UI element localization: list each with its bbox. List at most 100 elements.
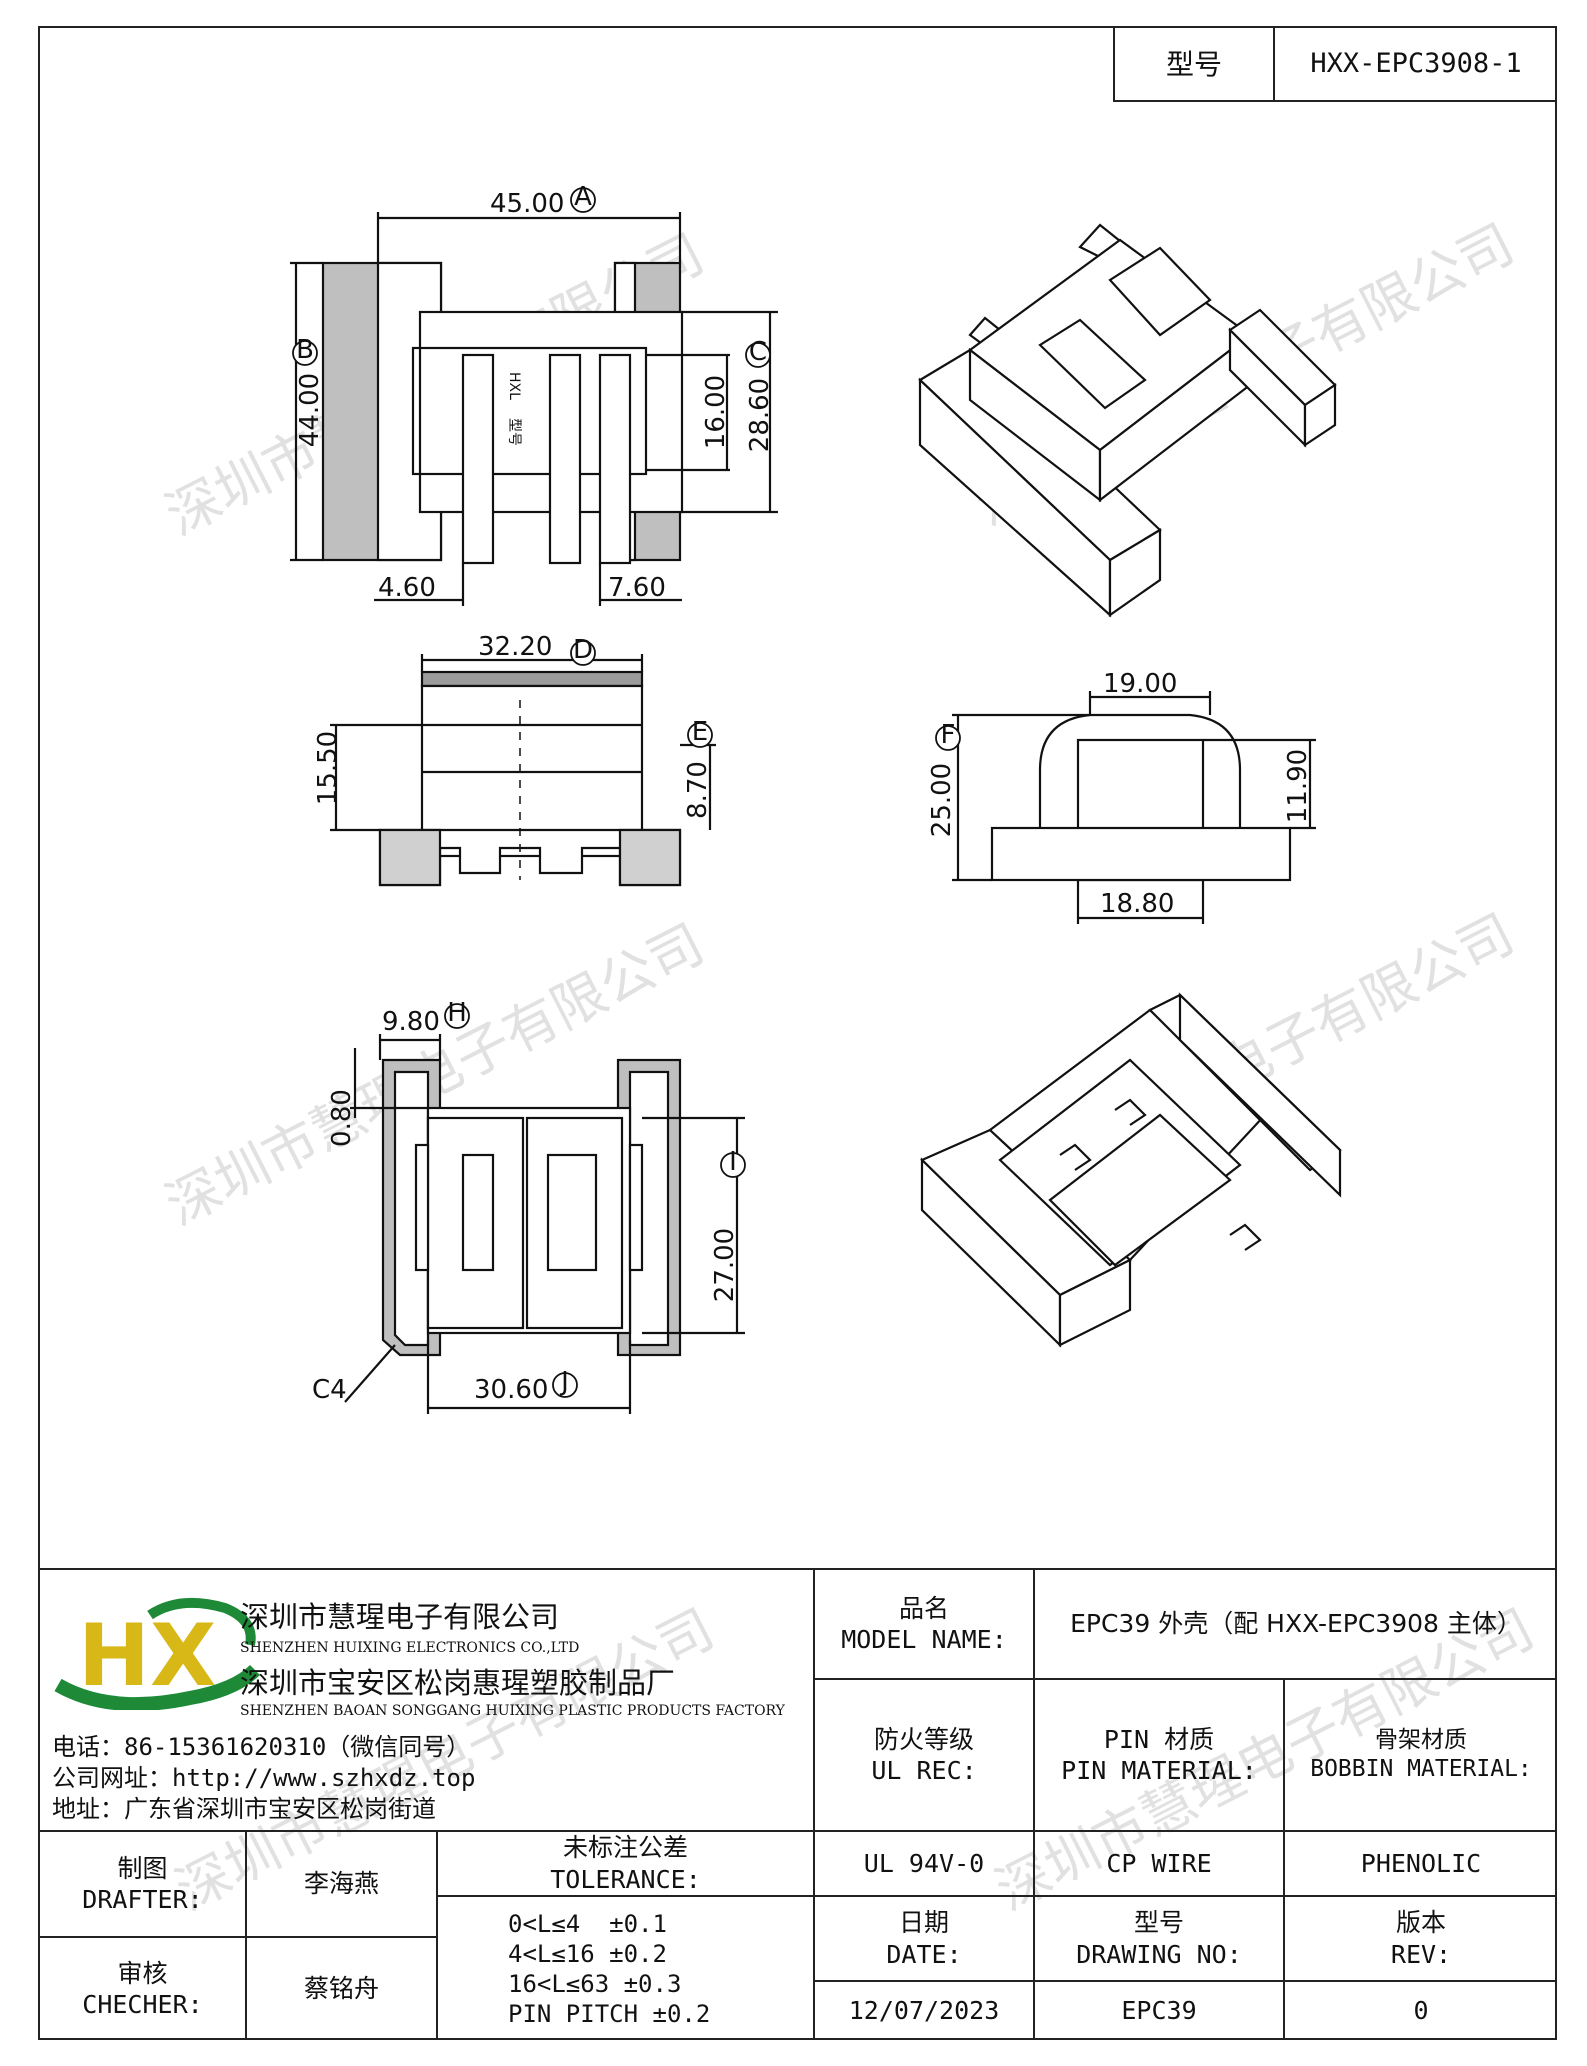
- titleblock-line: [813, 1895, 1557, 1897]
- bobbin-material-label-en: BOBBIN MATERIAL:: [1310, 1756, 1532, 1782]
- dim-front-right: 11.90: [1283, 749, 1313, 823]
- drawing-no-label-cn: 型号: [1133, 1908, 1184, 1938]
- rev-value: 0: [1413, 1996, 1429, 2026]
- company-address: 地址：广东省深圳市宝安区松岗街道: [52, 1795, 436, 1823]
- titleblock-line: [38, 1936, 436, 1938]
- dim-side-right: 8.70: [683, 761, 713, 819]
- factory-name-en: SHENZHEN BAOAN SONGGANG HUIXING PLASTIC …: [240, 1703, 785, 1719]
- dim-bottom-width: 30.60: [474, 1375, 548, 1405]
- dim-top-height: 44.00: [295, 373, 325, 447]
- ul-rec-label-cn: 防火等级: [873, 1724, 974, 1754]
- date-label: 日期 DATE:: [815, 1897, 1033, 1980]
- tolerance-label-en: TOLERANCE:: [550, 1864, 701, 1894]
- drafter-label: 制图 DRAFTER:: [40, 1832, 245, 1936]
- dim-mark-b: B: [296, 335, 314, 365]
- date-value: 12/07/2023: [848, 1996, 1000, 2026]
- titleblock-center-line: [813, 1568, 815, 2040]
- ul-rec-value: UL 94V-0: [863, 1848, 985, 1878]
- tolerance-table: 0<L≤4 ±0.1 4<L≤16 ±0.2 16<L≤63 ±0.3 PIN …: [438, 1897, 813, 2040]
- dim-top-right-outer: 28.60: [745, 378, 775, 452]
- titleblock-line: [1033, 1568, 1035, 2040]
- header-divider-mid: [1273, 26, 1275, 102]
- dim-mark-d: D: [573, 635, 593, 665]
- dim-pin-right: 7.60: [608, 573, 666, 603]
- pin-material-label-en: PIN MATERIAL:: [1061, 1756, 1257, 1785]
- titleblock-line: [245, 1830, 247, 2040]
- isometric-view-bottom: [920, 992, 1342, 1348]
- dim-mark-h: H: [447, 998, 467, 1028]
- drawing-no-value: EPC39: [1121, 1996, 1197, 2026]
- pin-material-label-cn: PIN 材质: [1103, 1724, 1215, 1754]
- date-label-en: DATE:: [886, 1939, 962, 1969]
- dim-front-height: 25.00: [927, 763, 957, 837]
- checker-label-en: CHECHER:: [82, 1990, 203, 2019]
- titleblock-top-line: [38, 1568, 1557, 1570]
- dim-bottom-top: 9.80: [382, 1007, 440, 1037]
- titleblock-line: [436, 1830, 438, 2040]
- company-logo: HX: [54, 1597, 260, 1710]
- pin-material-value: CP WIRE: [1106, 1848, 1212, 1878]
- tolerance-line: 0<L≤4 ±0.1: [508, 1909, 667, 1938]
- header-model-label: 型号: [1165, 47, 1222, 81]
- header-divider-left: [1113, 26, 1115, 102]
- rev-label-cn: 版本: [1395, 1908, 1446, 1938]
- tolerance-line: 4<L≤16 ±0.2: [508, 1939, 667, 1968]
- checker-label: 审核 CHECHER:: [40, 1938, 245, 2040]
- technical-drawing: A B C D E F H I J 45.00 44.00 28.60 16.0…: [290, 182, 1342, 1414]
- checker-label-cn: 审核: [117, 1958, 168, 1988]
- dim-pin-left: 4.60: [378, 573, 436, 603]
- side-view: [330, 654, 716, 887]
- titleblock-line: [38, 1830, 1557, 1832]
- bobbin-material-label: 骨架材质 BOBBIN MATERIAL:: [1285, 1680, 1557, 1830]
- top-view: [290, 212, 778, 606]
- ul-rec-label-en: UL REC:: [871, 1756, 977, 1785]
- dim-chamfer: C4: [312, 1375, 347, 1405]
- factory-name-cn: 深圳市宝安区松岗惠瑆塑胶制品厂: [240, 1666, 676, 1700]
- tolerance-line: 16<L≤63 ±0.3: [508, 1969, 682, 1998]
- dim-front-top: 19.00: [1103, 669, 1177, 699]
- bobbin-material-label-cn: 骨架材质: [1375, 1727, 1467, 1754]
- drafter-label-en: DRAFTER:: [82, 1885, 203, 1914]
- pin-material-label: PIN 材质 PIN MATERIAL:: [1035, 1680, 1283, 1830]
- date-label-cn: 日期: [898, 1908, 949, 1938]
- rev-label-en: REV:: [1390, 1939, 1452, 1969]
- titleblock-line: [813, 1678, 1557, 1680]
- model-name-label-en: MODEL NAME:: [841, 1625, 1007, 1654]
- dim-front-bottom: 18.80: [1100, 889, 1174, 919]
- drawing-no-label-en: DRAWING NO:: [1076, 1939, 1242, 1969]
- tolerance-label-cn: 未标注公差: [562, 1833, 688, 1863]
- model-name-label: 品名 MODEL NAME:: [815, 1570, 1033, 1678]
- header-model-value: HXX-EPC3908-1: [1310, 48, 1522, 80]
- dim-mark-f: F: [941, 720, 956, 750]
- front-view: [952, 691, 1316, 924]
- header-divider-bottom: [1113, 100, 1557, 102]
- company-logo-letters: HX: [78, 1606, 216, 1706]
- dim-mark-j: J: [559, 1367, 569, 1397]
- part-model-text: 型号: [506, 418, 522, 446]
- tolerance-label: 未标注公差 TOLERANCE:: [438, 1832, 813, 1895]
- company-name-cn: 深圳市慧瑆电子有限公司: [240, 1600, 560, 1634]
- dim-side-width: 32.20: [478, 632, 552, 662]
- drafter-value: 李海燕: [303, 1869, 379, 1899]
- rev-label: 版本 REV:: [1285, 1897, 1557, 1980]
- dim-bottom-left: 0.80: [327, 1089, 357, 1147]
- bottom-view: [344, 1034, 745, 1414]
- dim-bottom-right: 27.00: [710, 1228, 740, 1302]
- model-name-label-cn: 品名: [898, 1593, 949, 1623]
- drawing-sheet: [38, 26, 1557, 2040]
- checker-value: 蔡铭舟: [303, 1974, 379, 2004]
- dim-mark-i: I: [729, 1147, 737, 1177]
- company-phone: 电话：86-15361620310（微信同号）: [52, 1733, 471, 1761]
- titleblock-line: [436, 1895, 813, 1897]
- model-name-value: EPC39 外壳（配 HXX-EPC3908 主体）: [1070, 1609, 1522, 1639]
- dim-side-height: 15.50: [313, 731, 343, 805]
- bobbin-material-value: PHENOLIC: [1360, 1848, 1482, 1878]
- drafter-label-cn: 制图: [117, 1853, 168, 1883]
- part-brand-text: HXL: [506, 372, 522, 400]
- company-website[interactable]: 公司网址：http://www.szhxdz.top: [52, 1764, 476, 1792]
- drawing-no-label: 型号 DRAWING NO:: [1035, 1897, 1283, 1980]
- dim-mark-e: E: [692, 717, 708, 747]
- dim-top-right-inner: 16.00: [701, 375, 731, 449]
- dim-top-width: 45.00: [490, 189, 564, 219]
- tolerance-line: PIN PITCH ±0.2: [508, 1999, 711, 2028]
